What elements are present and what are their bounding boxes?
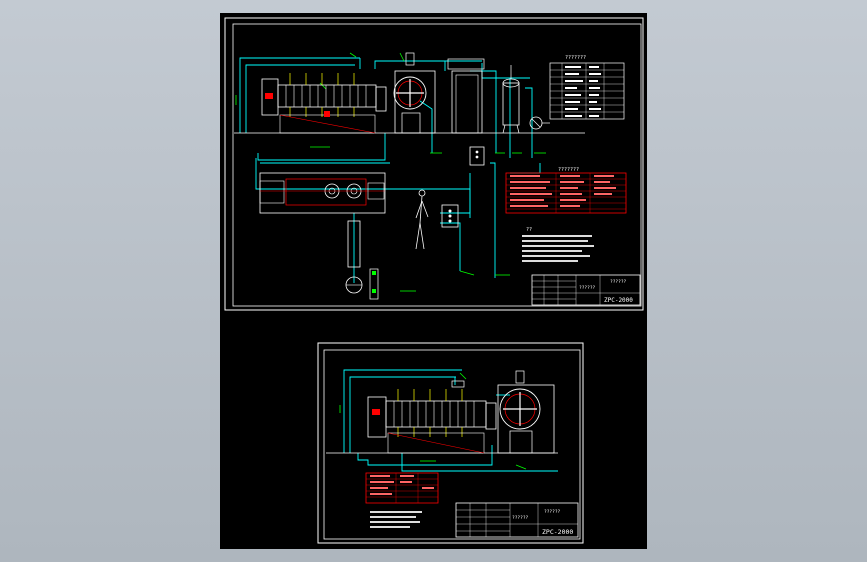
filter-press-elevation bbox=[261, 73, 387, 134]
top-pipelines bbox=[239, 57, 541, 283]
top-inner-frame bbox=[232, 23, 642, 307]
vertical-assembly bbox=[345, 220, 379, 300]
bottom-pipelines bbox=[343, 369, 558, 472]
human-scale-figure bbox=[415, 189, 429, 250]
bottom-inner-frame bbox=[323, 349, 581, 540]
legend-title: ??????? bbox=[558, 167, 579, 173]
bottom-green-markers bbox=[339, 372, 527, 470]
bottom-outer-frame bbox=[317, 342, 584, 544]
top-title-note: ?????? bbox=[610, 279, 627, 285]
notes-title: ?? bbox=[526, 227, 532, 233]
top-green-markers bbox=[235, 52, 546, 292]
top-drawing: ??????? bbox=[224, 17, 644, 311]
top-title-name: ?????? bbox=[579, 285, 596, 291]
circular-tank-elevation bbox=[393, 52, 436, 134]
bottom-circular-tank bbox=[497, 370, 555, 454]
drawing-sheet[interactable]: ??????? bbox=[220, 13, 647, 549]
control-boxes bbox=[441, 146, 485, 228]
bottom-notes-block bbox=[370, 511, 422, 528]
pump-symbol bbox=[529, 116, 550, 130]
bottom-drawing: ?????? ?????? ZPC-2000 bbox=[317, 342, 584, 544]
bottom-title-name: ?????? bbox=[512, 515, 529, 521]
top-outer-frame bbox=[224, 17, 644, 311]
dryer-frame bbox=[447, 58, 485, 134]
top-drawing-number: ZPC-2000 bbox=[604, 297, 633, 304]
filter-press-plan bbox=[259, 172, 386, 214]
tall-vessel bbox=[502, 65, 520, 134]
bottom-filter-press bbox=[367, 380, 497, 454]
legend-table: ??????? bbox=[505, 167, 627, 214]
parts-list-title: ??????? bbox=[565, 55, 586, 61]
cad-drawing-canvas: ??????? bbox=[224, 17, 644, 544]
bottom-drawing-number: ZPC-2000 bbox=[542, 528, 573, 536]
bottom-title-block: ?????? ?????? ZPC-2000 bbox=[455, 502, 579, 538]
bottom-title-note: ?????? bbox=[544, 509, 561, 515]
parts-list-table: ??????? bbox=[549, 55, 625, 120]
top-title-block: ?????? ?????? ZPC-2000 bbox=[531, 274, 641, 306]
notes-block: ?? bbox=[522, 227, 594, 262]
bottom-legend-table bbox=[365, 472, 439, 504]
